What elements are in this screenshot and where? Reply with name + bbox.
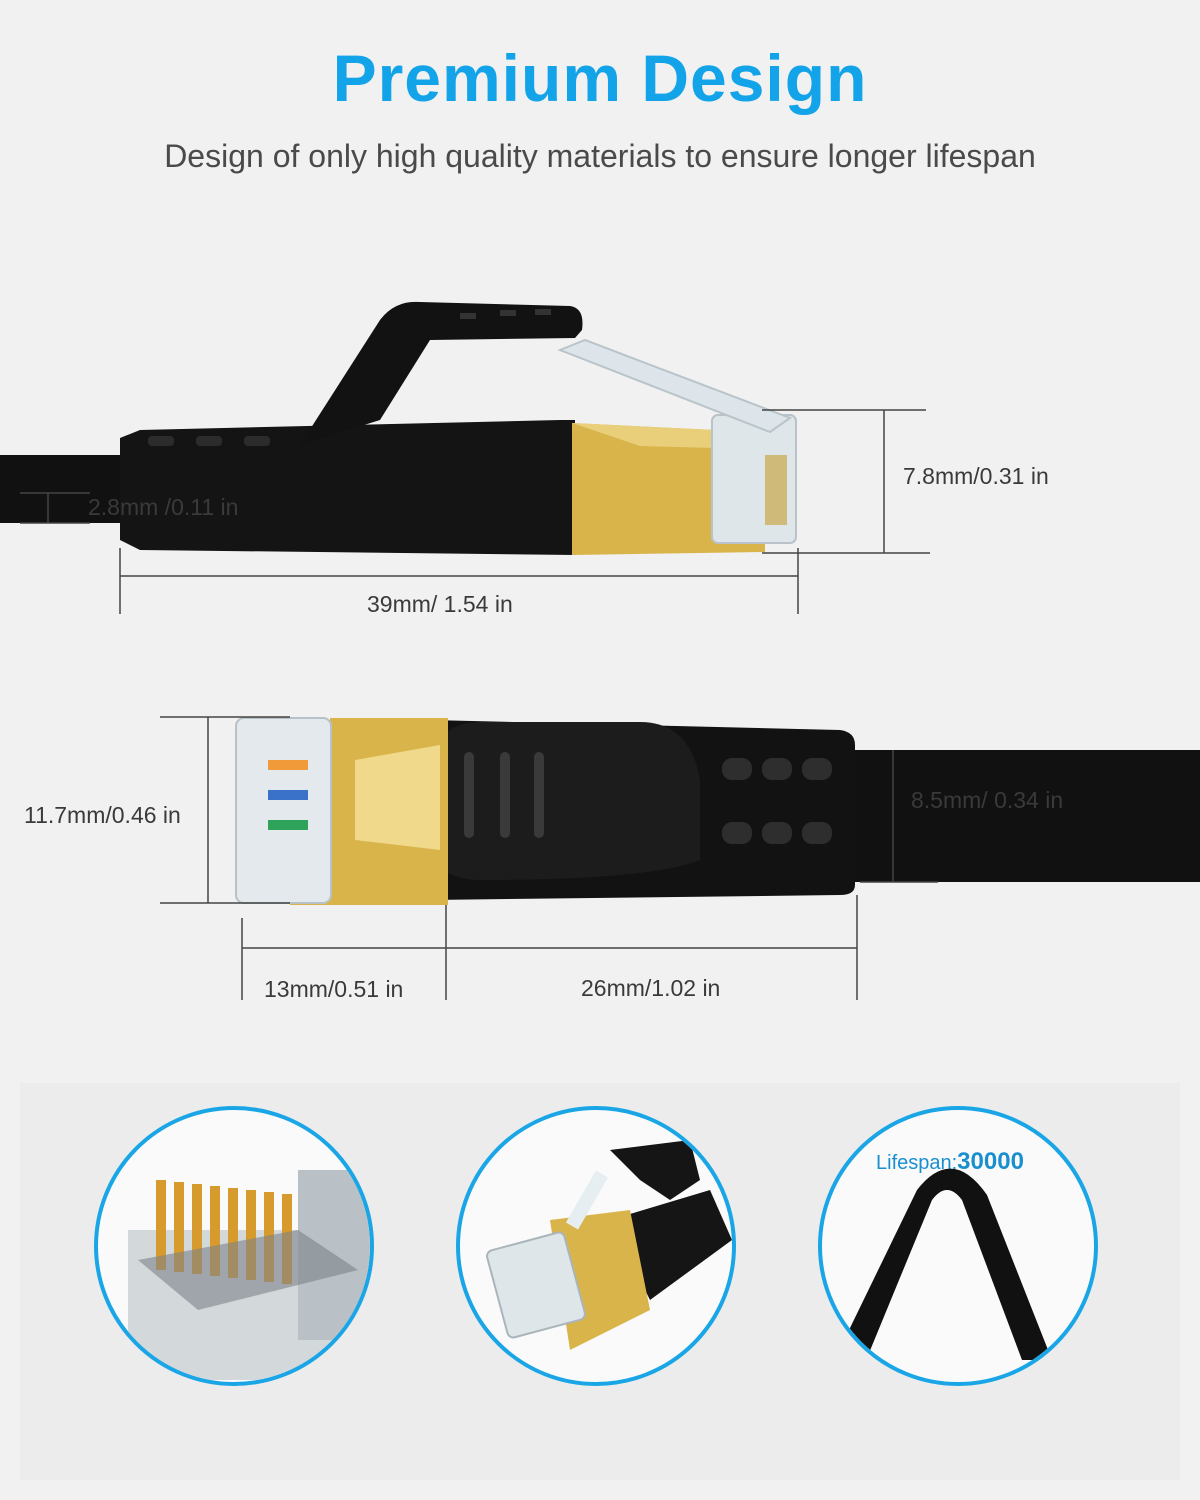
lifespan-value: 30000 — [957, 1148, 1024, 1175]
connector-circle — [456, 1106, 736, 1386]
cable-diagram — [0, 301, 1200, 1000]
gold-contacts-circle — [94, 1106, 374, 1386]
top-plug-illustration — [0, 301, 797, 555]
head-length-label: 13mm/0.51 in — [264, 976, 404, 1002]
page-subtitle: Design of only high quality materials to… — [164, 138, 1036, 174]
connector-image — [486, 1140, 732, 1350]
bottom-plug-illustration — [235, 717, 1200, 905]
lifespan-label: Lifespan: — [876, 1152, 958, 1174]
plug-length-label: 39mm/ 1.54 in — [367, 591, 513, 617]
cable-width-label: 8.5mm/ 0.34 in — [911, 787, 1064, 813]
lifespan-circle: Lifespan:30000 — [818, 1106, 1098, 1386]
bottom-dimension-lines — [160, 716, 938, 1000]
top-dimension-lines — [20, 409, 930, 614]
lifespan-text: Lifespan:30000 — [876, 1148, 1024, 1176]
page-title: Premium Design — [332, 41, 868, 115]
plug-width-label: 11.7mm/0.46 in — [24, 802, 181, 828]
plug-height-label: 7.8mm/0.31 in — [903, 463, 1049, 489]
gold-contacts-image — [128, 1170, 370, 1380]
flat-cable-bend-image — [832, 1168, 1052, 1370]
boot-length-label: 26mm/1.02 in — [581, 975, 721, 1001]
cable-thickness-label: 2.8mm /0.11 in — [88, 494, 239, 520]
